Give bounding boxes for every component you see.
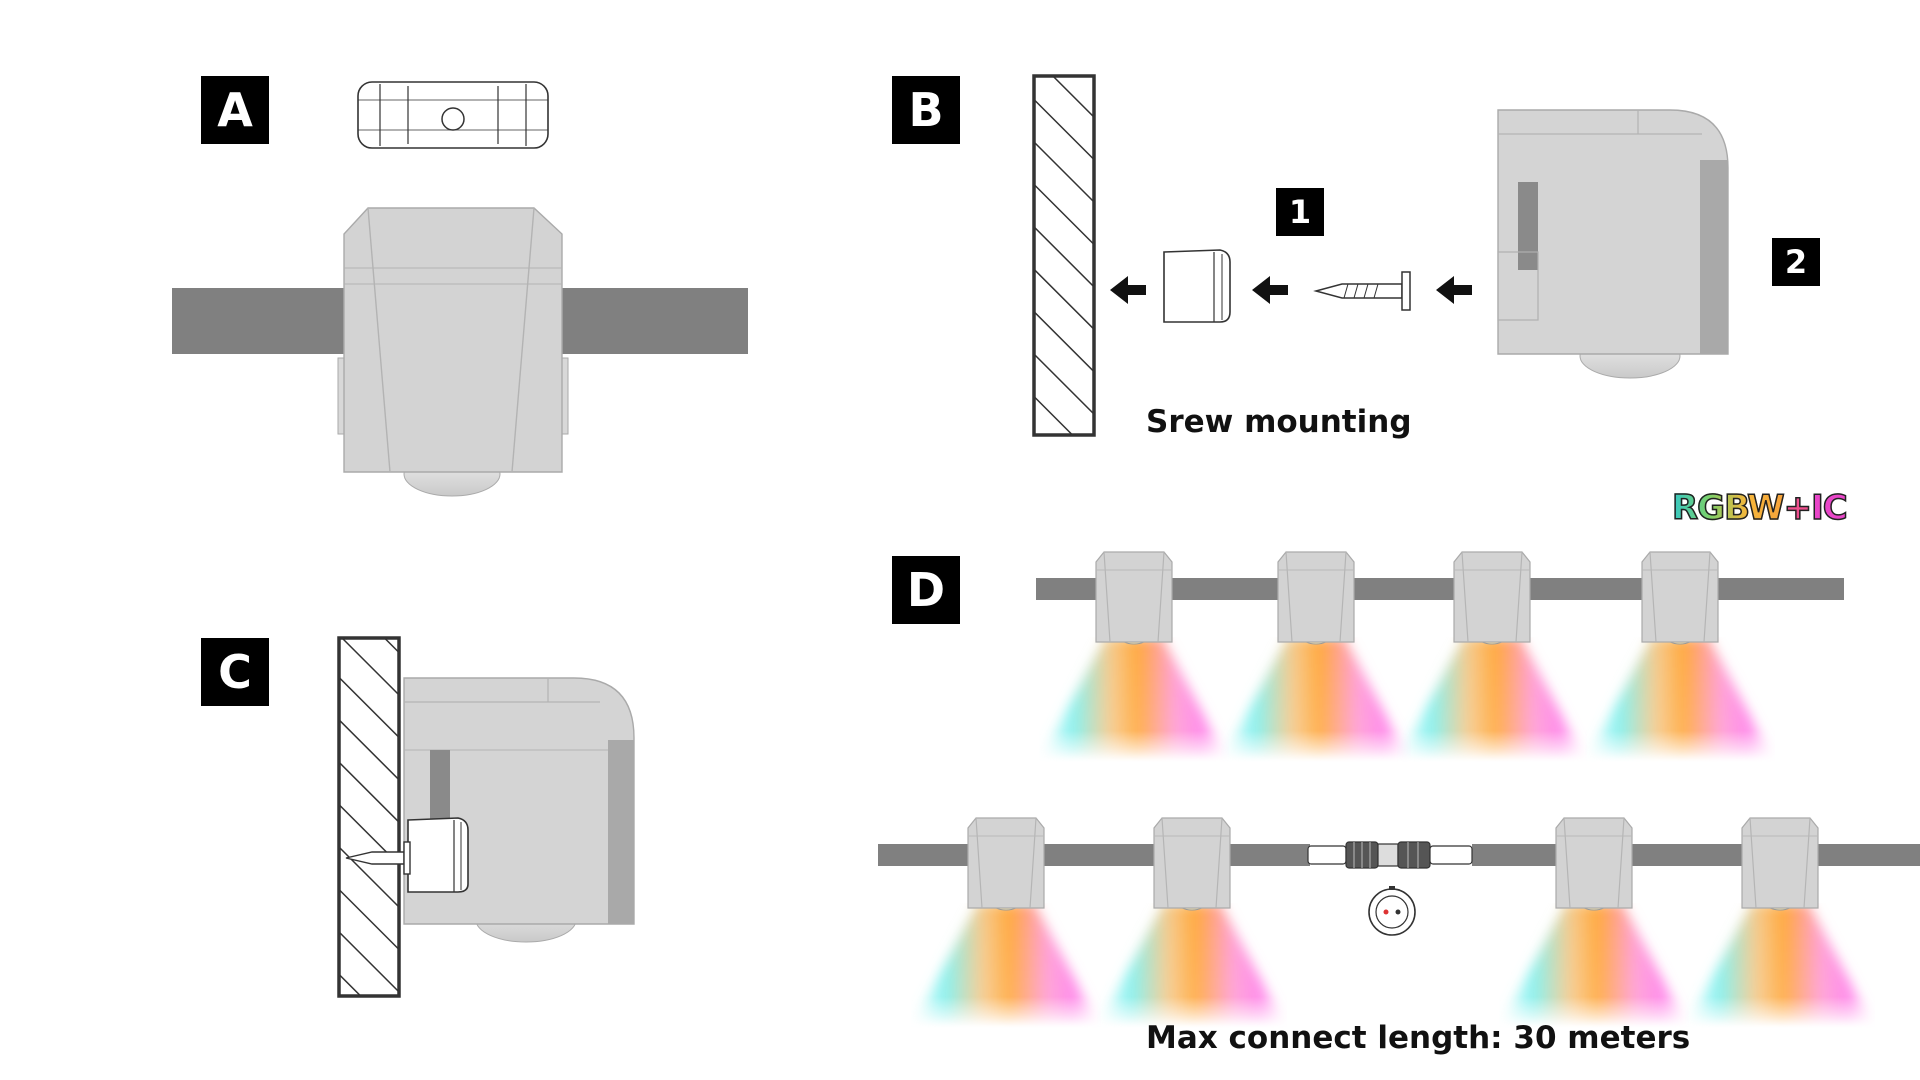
clip-side-icon bbox=[1163, 249, 1231, 323]
light-housing-side bbox=[1497, 109, 1729, 379]
screw-mounting-caption: Srew mounting bbox=[1146, 404, 1412, 440]
wall-hatch-icon bbox=[1032, 74, 1096, 437]
ic-text: IC bbox=[1810, 487, 1848, 529]
rail-bottom-right bbox=[1472, 844, 1920, 866]
panel-c-label: C bbox=[201, 638, 269, 706]
wall-hatch-icon bbox=[337, 636, 401, 998]
step-1-label: 1 bbox=[1276, 188, 1324, 236]
connector-face-icon bbox=[1368, 886, 1416, 936]
max-length-caption: Max connect length: 30 meters bbox=[1146, 1020, 1691, 1056]
panel-a bbox=[172, 81, 748, 497]
panel-b-label: B bbox=[892, 76, 960, 144]
panel-b bbox=[1032, 74, 1729, 437]
panel-d bbox=[878, 552, 1920, 1028]
arrow-left-icon bbox=[1110, 276, 1472, 304]
rgbw-ic-badge: RGBW+IC bbox=[1671, 487, 1848, 529]
rgbw-text: RGBW bbox=[1671, 487, 1785, 529]
rail-bottom-left bbox=[878, 844, 1310, 866]
light-housing bbox=[337, 207, 569, 497]
plus-text: + bbox=[1783, 487, 1813, 529]
light-housing-mounted bbox=[403, 677, 635, 943]
clip-mounted-icon bbox=[407, 817, 469, 893]
clip-bracket-icon bbox=[357, 81, 549, 149]
panel-c bbox=[337, 636, 635, 998]
connector-icon bbox=[1307, 841, 1473, 869]
panel-a-label: A bbox=[201, 76, 269, 144]
screw-icon bbox=[1313, 271, 1411, 311]
panel-d-label: D bbox=[892, 556, 960, 624]
screw-icon bbox=[345, 841, 411, 875]
step-2-label: 2 bbox=[1772, 238, 1820, 286]
